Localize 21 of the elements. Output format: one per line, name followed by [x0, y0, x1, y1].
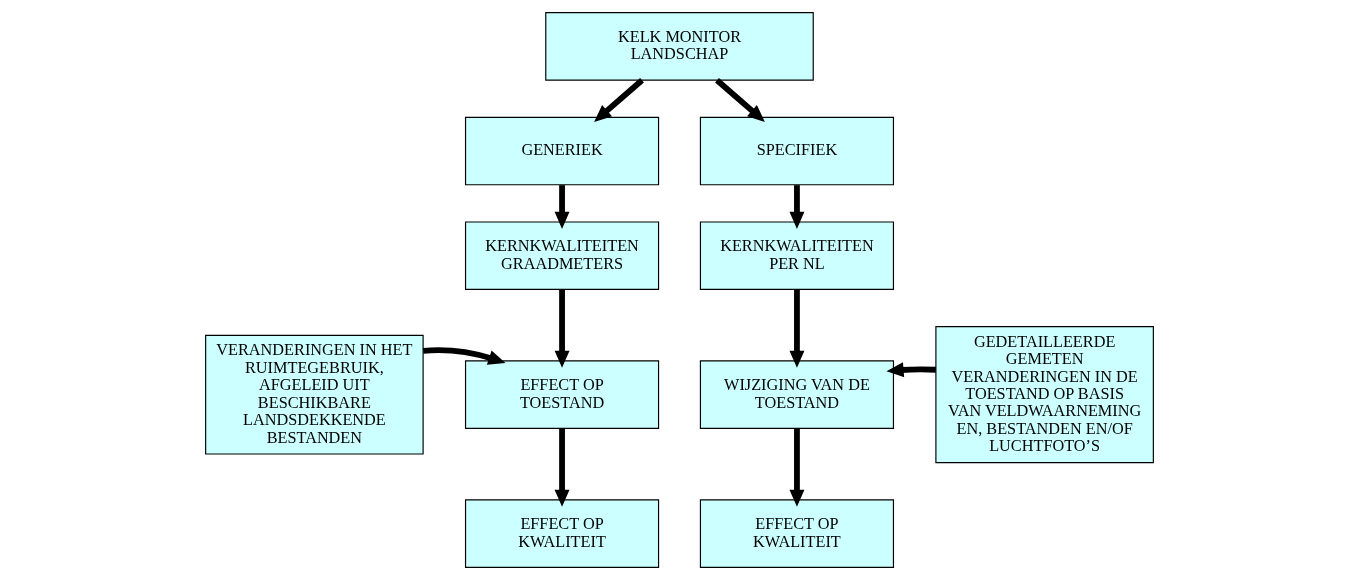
- arrow: [789, 428, 805, 507]
- arrow: [789, 185, 805, 229]
- node-box: SPECIFIEK: [699, 116, 895, 186]
- arrow: [715, 78, 765, 122]
- node-box: GENERIEK: [464, 116, 660, 186]
- node-box: EFFECT OP KWALITEIT: [464, 499, 660, 568]
- node-box: KERNKWALITEITEN PER NL: [699, 221, 895, 290]
- node-box: VERANDERINGEN IN HET RUIMTEGEBRUIK, AFGELEID UIT BESCHIKBARE LANDSDEKKENDE BESTANDEN: [205, 334, 424, 455]
- node-box: EFFECT OP TOESTAND: [464, 360, 660, 429]
- arrow: [554, 428, 570, 507]
- node-box: KELK MONITOR LANDSCHAP: [545, 12, 814, 81]
- node-box: KERNKWALITEITEN GRAADMETERS: [464, 221, 660, 290]
- node-box: EFFECT OP KWALITEIT: [699, 499, 895, 568]
- arrow: [886, 362, 936, 378]
- node-box: GEDETAILLEERDE GEMETEN VERANDERINGEN IN DE TOESTAND OP BASIS VAN VELDWAARNEMING EN, BESTANDEN EN/OF LUCHTFOTO’S: [935, 326, 1154, 464]
- arrow: [554, 289, 570, 368]
- arrow: [789, 289, 805, 368]
- arrow: [423, 347, 506, 365]
- arrow: [594, 78, 644, 122]
- node-box: WIJZIGING VAN DE TOESTAND: [699, 360, 895, 429]
- arrow: [554, 185, 570, 229]
